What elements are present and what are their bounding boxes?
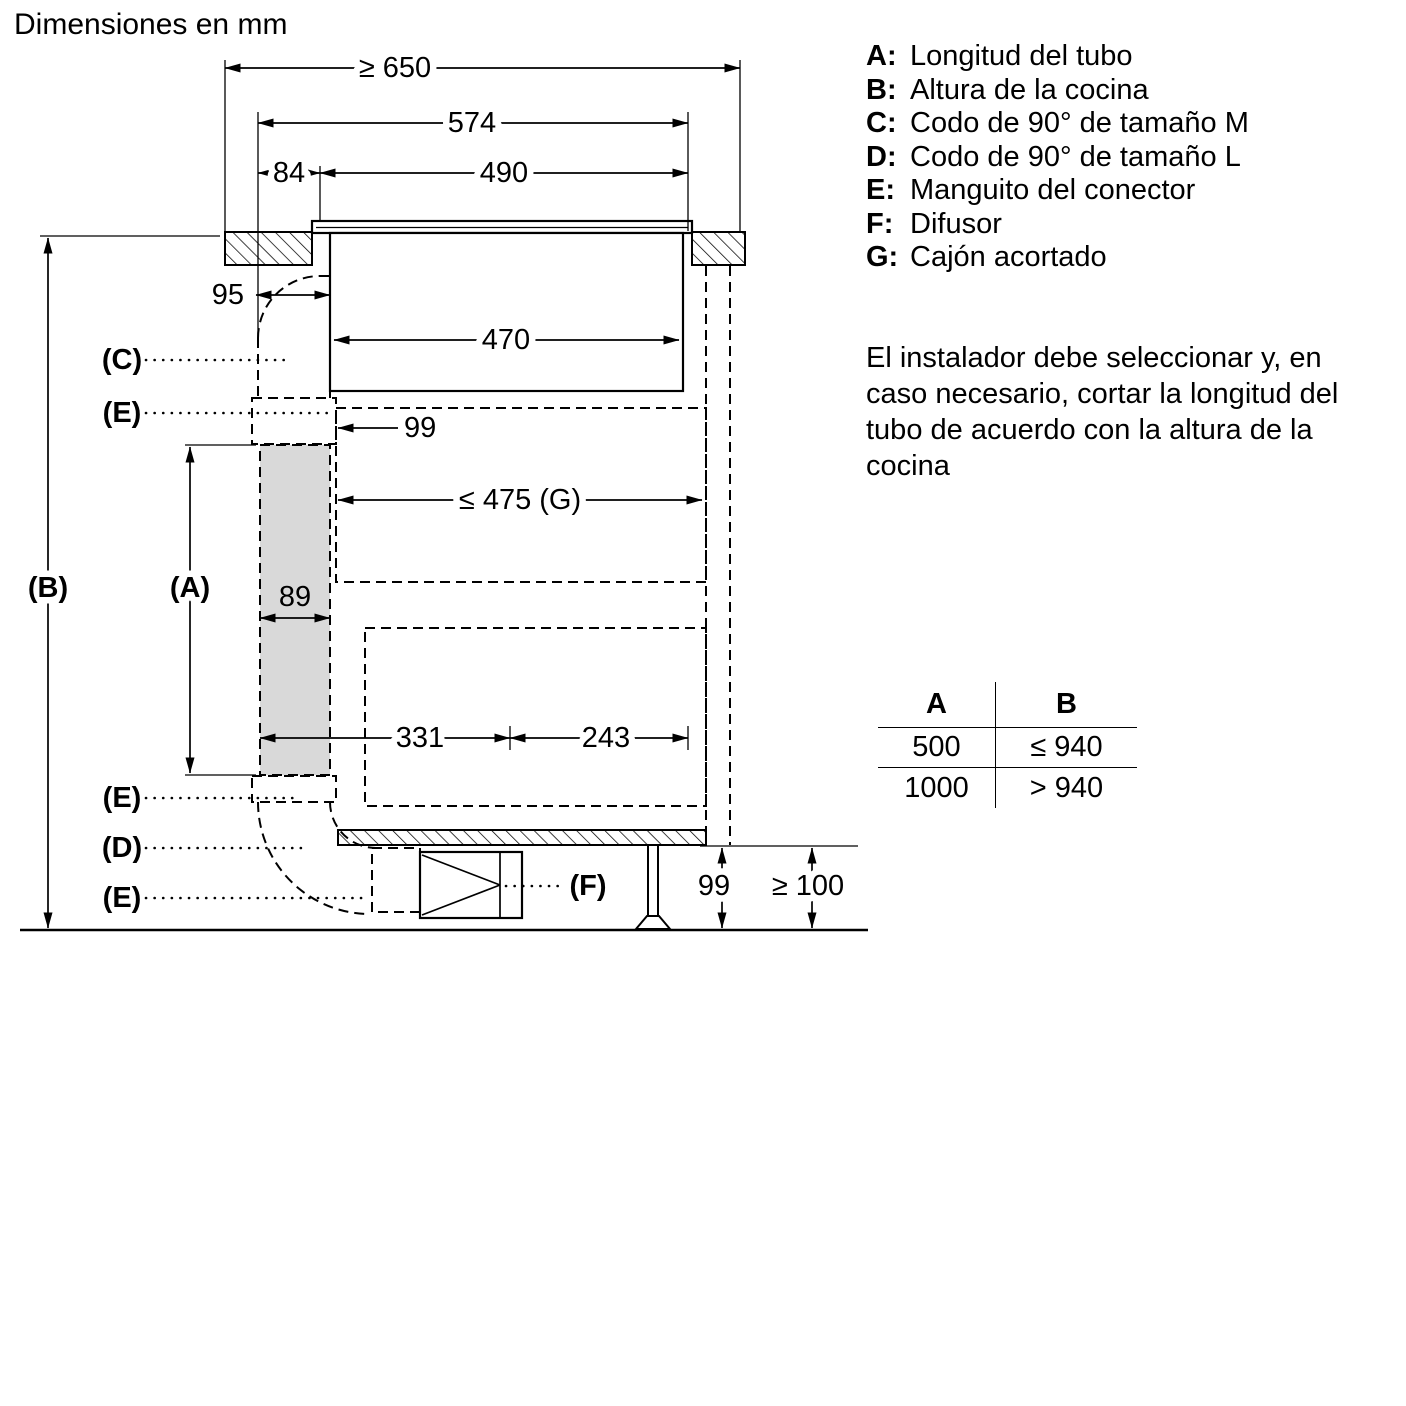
label-B: (B) [28,572,68,604]
cabinet-bottom-shelf [337,829,707,846]
legend-item-A: A: Longitud del tubo [866,40,1249,74]
hob-unit [310,219,694,393]
dim-84-label: 84 [273,157,305,189]
legend-item-C: C: Codo de 90° de tamaño M [866,107,1249,141]
legend-text-B: Altura de la cocina [910,73,1149,106]
diffuser-unit [418,850,524,920]
installer-note: El instalador debe seleccionar y, en cas… [866,342,1339,482]
diffuser-cone-top [421,854,501,886]
connector-sleeve-top [251,397,337,445]
legend-text-G: Cajón acortado [910,241,1107,273]
label-D: (D) [102,832,142,864]
dim-490-label: 490 [480,157,528,189]
legend-item-G: G: Cajón acortado [866,241,1249,275]
height-table-cell-A1: 500 [878,728,995,768]
dimension-labels: ≥ 650 574 84 490 95 470 99 ≤ 475 (G) 89 … [212,46,851,909]
height-table: A B 500 ≤ 940 1000 > 940 [878,682,1137,808]
diffuser-cone-bottom [421,884,501,916]
height-table-row-2: 1000 > 940 [878,768,1137,808]
dim-89-label: 89 [279,581,311,613]
dim-331-label: 331 [396,722,444,754]
dimension-lines [43,63,817,929]
legend-item-D: D: Codo de 90° de tamaño L [866,141,1249,175]
legend-key-D: D: [866,140,897,173]
shortened-drawer-G [335,407,707,583]
legend-item-E: E: Manguito del conector [866,174,1249,208]
legend-key-B: B: [866,73,897,106]
dim-95-label: 95 [212,279,244,311]
label-E-bottom: (E) [103,882,142,914]
dim-99-top-label: 99 [404,412,436,444]
label-E-top: (E) [103,397,142,429]
dim-574-label: 574 [448,107,496,139]
legend-item-B: B: Altura de la cocina [866,74,1249,108]
duct-run [251,275,421,915]
dim-470-label: 470 [482,324,530,356]
connector-sleeve-bottom [371,847,421,913]
duct-tube-A [259,444,331,776]
elbow-bottom-outer-curve [257,801,371,915]
height-table-cell-A2: 1000 [904,771,969,804]
height-table-header-row: A B [878,682,1137,728]
lower-drawer [364,627,707,807]
legend-key-F: F: [866,207,894,240]
label-C: (C) [102,344,142,376]
height-table-header-A: A [878,682,995,728]
legend-text-C: Codo de 90° de tamaño M [910,107,1249,139]
height-table-row-1: 500 ≤ 940 [878,728,1137,768]
elbow-top-outer-curve [257,275,321,339]
worktop-left-section [224,231,313,266]
connector-sleeve-mid [251,775,337,803]
cabinet-foot [633,915,673,930]
height-table-header-B: B [995,682,1137,728]
dim-100-label: ≥ 100 [772,870,844,902]
legend-key-C: C: [866,107,897,139]
legend-text-D: Codo de 90° de tamaño L [910,140,1241,173]
height-table-cell-B1: ≤ 940 [995,728,1137,768]
dim-243-label: 243 [582,722,630,754]
worktop [224,231,746,266]
dim-650-label: ≥ 650 [359,52,431,84]
legend-text-A: Longitud del tubo [910,40,1133,72]
part-labels: (B) (A) (C) (E) (E) (D) (E) (F) [21,344,606,914]
cabinet [335,266,731,930]
legend-text-F: Difusor [910,207,1002,240]
label-A: (A) [170,572,210,604]
extension-lines [40,60,858,847]
diffuser-box [418,850,524,920]
legend-item-F: F: Difusor [866,208,1249,242]
legend: A: Longitud del tubo B: Altura de la coc… [866,40,1249,275]
legend-text-E: Manguito del conector [910,174,1196,206]
worktop-right-section [691,231,746,266]
height-table-cell-B2: > 940 [995,768,1137,808]
label-F: (F) [569,870,606,902]
dim-99-bottom-label: 99 [698,870,730,902]
legend-key-E: E: [866,174,895,206]
legend-key-A: A: [866,40,897,72]
hob-body-box [328,231,685,393]
dim-475-G-label: ≤ 475 (G) [459,484,581,516]
legend-key-G: G: [866,241,899,273]
label-E-mid: (E) [103,782,142,814]
page-title: Dimensiones en mm [14,8,288,41]
